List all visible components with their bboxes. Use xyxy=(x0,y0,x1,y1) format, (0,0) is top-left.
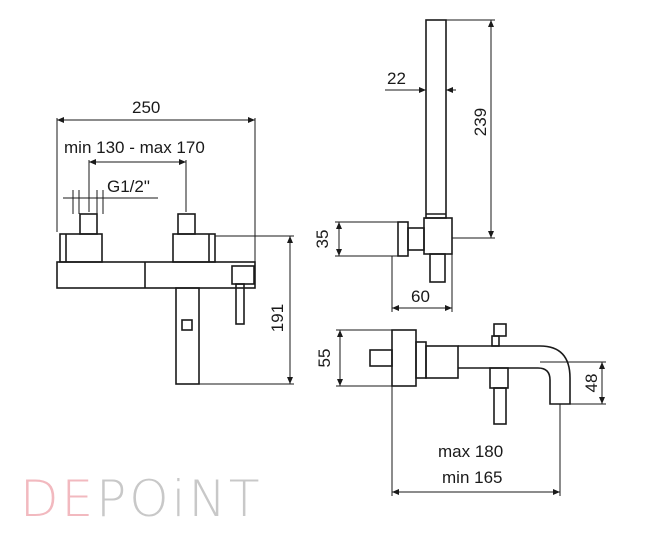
dim-spout-min: min 165 xyxy=(442,468,502,487)
dim-spout-height: 48 xyxy=(582,374,601,393)
dim-thread: G1/2" xyxy=(107,177,150,196)
dim-width-total: 250 xyxy=(132,98,160,117)
brand-logo: DEPOiNT xyxy=(20,470,262,528)
logo-part-de: DE xyxy=(20,470,97,528)
dim-spout-max: max 180 xyxy=(438,442,503,461)
dim-centers-range: min 130 - max 170 xyxy=(64,138,205,157)
dim-height-body: 191 xyxy=(268,304,287,332)
dim-spout-depth: 55 xyxy=(315,349,334,368)
shower-holder-side-view xyxy=(335,19,495,312)
dim-holder-depth: 35 xyxy=(313,230,332,249)
dim-shower-height: 239 xyxy=(471,108,490,136)
dim-holder-width: 60 xyxy=(411,287,430,306)
dim-shower-offset: 22 xyxy=(387,69,406,88)
spout-side-view xyxy=(336,323,606,496)
logo-part-point: POiNT xyxy=(96,470,263,528)
front-view-mixer xyxy=(56,117,294,385)
